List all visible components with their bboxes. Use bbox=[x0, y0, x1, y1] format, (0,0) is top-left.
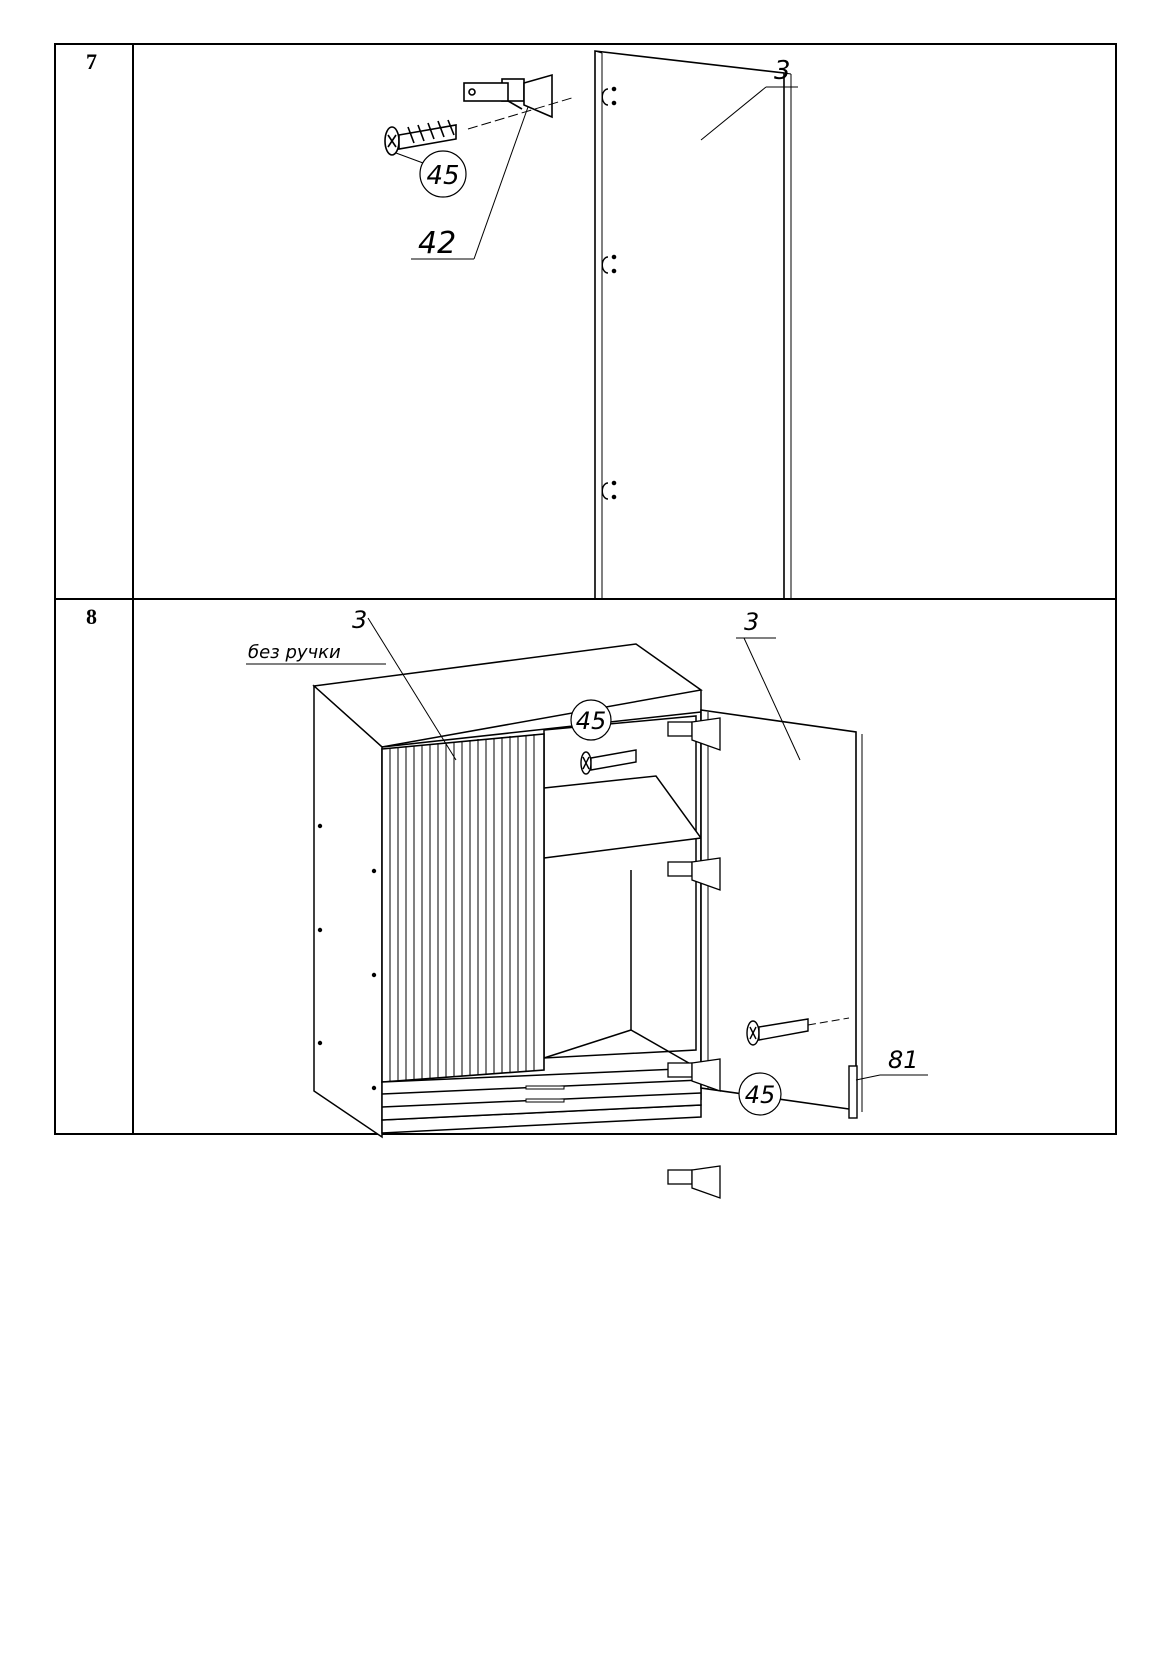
side-hole-icons bbox=[317, 823, 377, 1091]
callout-handle: 81 bbox=[855, 1046, 928, 1081]
screw-icon bbox=[384, 119, 457, 156]
svg-text:3: 3 bbox=[774, 56, 791, 86]
svg-text:без ручки: без ручки bbox=[248, 642, 341, 663]
door-panel bbox=[594, 50, 792, 606]
left-door-fluted bbox=[381, 733, 545, 1083]
step-number-cell: 8 bbox=[56, 600, 134, 1133]
svg-text:45: 45 bbox=[745, 1081, 776, 1109]
right-door bbox=[700, 709, 863, 1112]
callout-left-door: 3 без ручки bbox=[246, 606, 457, 761]
step-number-cell: 7 bbox=[56, 45, 134, 603]
callout-door: 3 bbox=[700, 56, 798, 141]
wardrobe-body bbox=[312, 643, 703, 1139]
screw-icon-bottom bbox=[746, 1018, 809, 1046]
step-7-drawing: 45 42 3 bbox=[384, 50, 798, 606]
screw-icon-top bbox=[580, 749, 637, 775]
handle-icon bbox=[848, 1065, 858, 1119]
hinge-icons bbox=[667, 717, 721, 1199]
callout-screw: 45 bbox=[395, 150, 467, 198]
step-number: 7 bbox=[86, 49, 97, 74]
callout-hinge: 42 bbox=[411, 106, 529, 261]
drawers bbox=[381, 1067, 702, 1121]
svg-text:45: 45 bbox=[426, 161, 459, 191]
hinge-icon bbox=[463, 73, 553, 119]
svg-text:45: 45 bbox=[576, 707, 607, 735]
svg-text:3: 3 bbox=[352, 606, 367, 634]
step-8-panel: 8 bbox=[54, 598, 1117, 1199]
assembly-line bbox=[467, 96, 576, 130]
step-7-panel: 7 bbox=[54, 43, 1117, 606]
step-8-drawing: 3 без ручки 3 45 45 81 bbox=[246, 606, 928, 1199]
svg-text:81: 81 bbox=[888, 1046, 919, 1074]
callout-right-door: 3 bbox=[736, 608, 801, 761]
hinge-hole-icon bbox=[601, 86, 617, 500]
step-number: 8 bbox=[86, 604, 97, 629]
svg-text:42: 42 bbox=[418, 226, 456, 261]
callout-screw-top: 45 bbox=[570, 699, 612, 741]
svg-text:3: 3 bbox=[744, 608, 759, 636]
callout-screw-bottom: 45 bbox=[738, 1072, 782, 1116]
